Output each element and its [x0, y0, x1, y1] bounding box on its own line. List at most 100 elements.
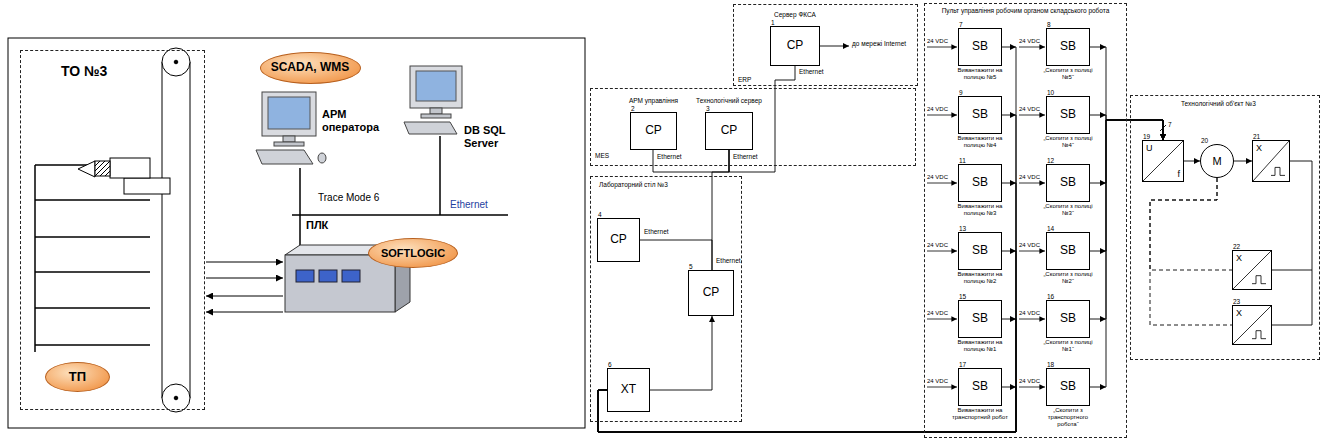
drawing-part — [35, 344, 150, 346]
block-label: „Скопити з полиці №1“ — [1037, 339, 1099, 353]
group-frame: Технологічний об'єкт №319Uf20M21X22X23X — [1130, 95, 1320, 360]
drawing-part — [927, 387, 957, 388]
pulse-symbol — [1271, 167, 1285, 175]
button-block: 12SB„Скопити з полиці №3“ — [1046, 164, 1090, 202]
drawing-part — [421, 114, 451, 118]
block-label: SB — [1060, 108, 1076, 122]
callout-number: 12 — [1047, 157, 1054, 164]
diagonal-line — [1233, 306, 1271, 344]
block-label: Технологічний сервер — [696, 97, 762, 104]
block-label: f — [1177, 169, 1180, 179]
block-label: SB — [1060, 380, 1076, 394]
text-label: 24 VDC — [927, 38, 948, 45]
button-block: 15SBВивантажити на полицю №1 — [958, 300, 1002, 338]
block-label: SB — [1060, 176, 1076, 190]
button-block: 10SB„Скопити з полиці №4“ — [1046, 96, 1090, 134]
callout-number: 23 — [1233, 298, 1240, 305]
connector — [1150, 178, 1232, 270]
button-block: 8SB„Скопити з полиці №5“ — [1046, 28, 1090, 66]
computer-block: 4CP — [597, 218, 640, 262]
button-block: 14SB„Скопити з полиці №2“ — [1046, 232, 1090, 270]
drawing-part — [439, 136, 441, 215]
callout-number: 2 — [631, 105, 635, 112]
drawing-part — [206, 296, 283, 297]
drawing-part — [274, 142, 304, 146]
connector — [598, 115, 1016, 432]
connector — [598, 47, 1016, 432]
drawing-part — [206, 278, 283, 279]
block-label: CP — [703, 286, 720, 300]
block-label: „Скопити з полиці №4“ — [1037, 135, 1099, 149]
text-label: DB SQL Server — [464, 124, 526, 149]
text-label: 24 VDC — [927, 174, 948, 181]
text-label: 24 VDC — [927, 242, 948, 249]
text-label: 24 VDC — [1019, 242, 1040, 249]
button-block: 13SBВивантажити на полицю №2 — [958, 232, 1002, 270]
drawing-part — [95, 161, 100, 166]
drawing-part — [1019, 183, 1045, 184]
connector — [598, 387, 1016, 432]
drawing-part — [299, 215, 301, 249]
block-label: SB — [972, 40, 988, 54]
text-label: 24 VDC — [927, 106, 948, 113]
connector — [640, 240, 712, 270]
block-label: SB — [1060, 312, 1076, 326]
pulse-symbol — [1252, 276, 1266, 284]
drawing-part — [34, 165, 36, 352]
drawing-part — [35, 271, 150, 273]
text-label: 24 VDC — [1019, 378, 1040, 385]
drawing-part — [78, 161, 95, 177]
callout-number: 21 — [1253, 133, 1260, 140]
button-block: 7SBВивантажити на полицю №5 — [958, 28, 1002, 66]
drawing-part — [162, 62, 163, 398]
callout-number: 14 — [1047, 225, 1054, 232]
callout-number: 16 — [1047, 293, 1054, 300]
text-label: 24 VDC — [1019, 174, 1040, 181]
computer-block: Технологічний сервер3CP — [705, 112, 753, 150]
block-label: X — [1236, 253, 1242, 263]
drawing-part — [342, 270, 360, 282]
motor-symbol: 20M — [1200, 144, 1234, 178]
text-label: АРМ оператора — [322, 108, 386, 133]
block-label: SB — [1060, 40, 1076, 54]
block-label: XT — [621, 383, 636, 397]
drawing-part — [174, 396, 178, 400]
connector — [1234, 161, 1252, 162]
block-label: АРМ управління — [629, 97, 678, 104]
drawing-part — [256, 150, 313, 164]
text-label: 24 VDC — [1019, 38, 1040, 45]
callout-number: 4 — [598, 211, 602, 218]
text-label: Ethernet — [799, 68, 824, 75]
block-label: SB — [972, 176, 988, 190]
drawing-part — [927, 47, 957, 48]
block-label: Вивантажити на полицю №2 — [949, 271, 1011, 285]
drawing-part — [430, 108, 442, 114]
drawing-part — [95, 161, 110, 176]
drawing-part — [8, 38, 585, 428]
drawing-part — [100, 166, 110, 176]
diagonal-line — [1253, 141, 1289, 181]
block-label: „Скопити з полиці №2“ — [1037, 271, 1099, 285]
button-block: 9SBВивантажити на полицю №4 — [958, 96, 1002, 134]
computer-block: 5CP — [688, 270, 734, 316]
connector — [598, 183, 1016, 432]
drawing-part — [927, 115, 957, 116]
computer-block: АРМ управління2CP — [630, 112, 677, 150]
block-label: Вивантажити на полицю №4 — [949, 135, 1011, 149]
block-label: X — [1236, 308, 1242, 318]
callout-number: 13 — [959, 225, 966, 232]
drawing-part — [162, 48, 190, 76]
drawing-part — [927, 183, 957, 184]
connector — [1184, 161, 1200, 162]
drawing-part — [1272, 325, 1312, 326]
block-label: M — [1212, 155, 1221, 168]
drawing-part — [268, 97, 310, 129]
drawing-part — [1019, 319, 1045, 320]
block-label: CP — [721, 124, 738, 138]
drawing-part — [283, 136, 295, 142]
text-label: 7 — [1168, 121, 1172, 128]
drawing-part — [95, 161, 105, 171]
